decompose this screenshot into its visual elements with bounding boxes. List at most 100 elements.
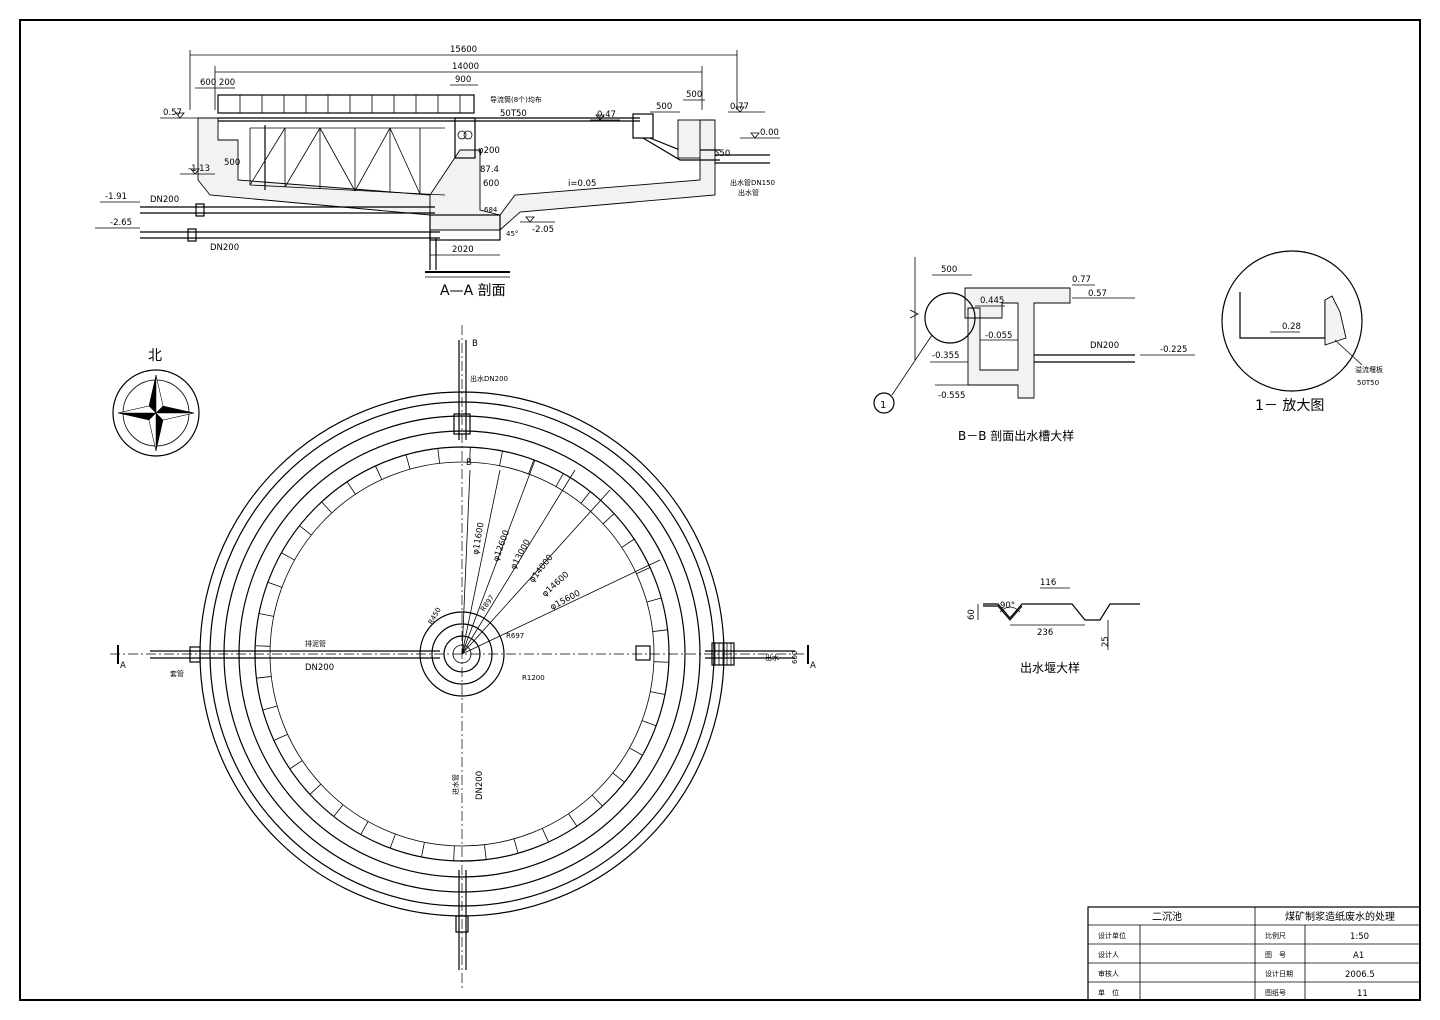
- left-end-label: 套管: [170, 669, 184, 678]
- bottom-pipe-name: 进水管: [451, 774, 460, 795]
- weir-ticks: [255, 447, 669, 861]
- level-077: 0.77: [730, 102, 749, 112]
- level-265: -2.65: [110, 218, 132, 228]
- weir-top: 116: [1040, 578, 1056, 588]
- bb-callout: 1: [880, 400, 886, 411]
- right-dim: 600: [791, 651, 799, 664]
- dim-left-wall: 600 200: [200, 78, 235, 88]
- tb-value2-4: 11: [1357, 989, 1368, 999]
- level-191: -1.91: [105, 192, 127, 202]
- launder-division: [528, 459, 535, 475]
- launder-division: [281, 552, 295, 561]
- dim-45: 45°: [506, 230, 518, 238]
- dim-slope: i=0.05: [568, 179, 596, 189]
- launder-division: [309, 783, 322, 795]
- detail-1-plate: 50T50: [1357, 379, 1379, 387]
- dia-1: φ11600: [471, 522, 487, 556]
- launder-division: [256, 676, 272, 679]
- launder-division: [621, 538, 635, 548]
- tb-label2-2: 图 号: [1265, 951, 1286, 959]
- launder-division: [513, 838, 519, 854]
- section-aa-title: A—A 剖面: [440, 283, 506, 299]
- bottom-pipe-dn: DN200: [475, 771, 485, 800]
- sheet-border: [19, 19, 1421, 1001]
- detail-bb: 500 DN200 1 0.77 0.57 0.445 -0.055 -0.35…: [873, 257, 1195, 443]
- dim-500-wall: 500: [224, 158, 240, 168]
- pipe-dn2: DN200: [210, 243, 239, 253]
- bb-l0355: -0.355: [932, 351, 959, 361]
- bb-l0445: 0.445: [980, 296, 1004, 306]
- bb-l0555: -0.555: [938, 391, 965, 401]
- weir-angle: 90°: [1000, 601, 1015, 611]
- launder-division: [629, 747, 643, 756]
- right-end-label: 出水: [765, 653, 779, 662]
- launder-division: [258, 613, 274, 617]
- launder-division: [580, 491, 591, 504]
- launder-division: [453, 845, 455, 861]
- plan-view: 北 A A B B: [110, 325, 816, 990]
- tb-label2-1: 比例尺: [1265, 931, 1286, 940]
- bb-l0225: -0.225: [1160, 345, 1187, 355]
- launder-division: [437, 448, 440, 464]
- mark-b-top: B: [472, 339, 478, 349]
- launder-division: [602, 513, 615, 525]
- detail-1: 0.28 溢流堰板 50T50 1－ 放大图: [1221, 250, 1383, 414]
- tb-value2-2: A1: [1353, 951, 1364, 961]
- level-057: 0.57: [163, 108, 182, 118]
- launder-division: [591, 794, 603, 807]
- launder-division: [346, 481, 356, 495]
- launder-division: [267, 581, 283, 588]
- radius-1200: R1200: [522, 674, 545, 682]
- weir-h60: 60: [967, 609, 977, 620]
- launder-division: [321, 501, 333, 514]
- launder-division: [499, 450, 503, 466]
- tb-project: 煤矿制浆造纸废水的处理: [1285, 910, 1395, 923]
- mark-b-inner: B: [466, 458, 472, 468]
- launder-division: [469, 447, 471, 463]
- dim-684: 684: [484, 206, 498, 214]
- dia-2: φ12600: [491, 529, 512, 563]
- launder-division: [299, 525, 312, 536]
- detail-1-title: 1－ 放大图: [1255, 398, 1324, 414]
- note-right2: 出水管: [738, 188, 759, 197]
- dim-plate: 50T50: [500, 109, 527, 119]
- launder-division: [375, 465, 383, 480]
- launder-division: [405, 454, 411, 470]
- level-205: -2.05: [532, 225, 554, 235]
- launder-division: [421, 842, 425, 858]
- title-block: 二沉池 煤矿制浆造纸废水的处理 设计单位 比例尺 1:50 设计人 图 号 A1…: [1087, 906, 1421, 1001]
- bb-l057: 0.57: [1088, 289, 1107, 299]
- radius-450: R450: [427, 606, 443, 626]
- detail-1-level: 0.28: [1282, 322, 1301, 332]
- launder-division: [652, 629, 668, 632]
- launder-division: [389, 833, 396, 849]
- tb-label2-3: 设计日期: [1265, 969, 1293, 978]
- top-pipe-label: 出水DN200: [470, 374, 508, 383]
- weir-h25: 25: [1101, 636, 1111, 647]
- launder-division: [273, 733, 288, 741]
- detail-weir: 116 90° 236 60 25 出水堰大样: [967, 578, 1140, 675]
- radius-697: R697: [506, 632, 524, 640]
- tb-label-2: 设计人: [1098, 950, 1119, 959]
- launder-division: [650, 691, 666, 695]
- launder-division: [612, 772, 625, 783]
- dia-4: φ14000: [527, 553, 555, 585]
- launder-division: [636, 567, 651, 575]
- dim-2020: 2020: [452, 245, 474, 255]
- bb-l0055: -0.055: [985, 331, 1012, 341]
- dim-87-4: 87.4: [480, 165, 499, 175]
- tb-label-3: 审核人: [1098, 969, 1119, 978]
- mark-a-left: A: [120, 661, 126, 671]
- tb-drawing-name: 二沉池: [1152, 910, 1182, 923]
- section-aa: 15600 14000 600 200 900: [95, 45, 780, 299]
- launder-division: [289, 760, 303, 770]
- dim-center-box: 900: [455, 75, 471, 85]
- launder-division: [641, 720, 657, 727]
- launder-division: [484, 844, 487, 860]
- dim-inner: 14000: [452, 62, 479, 72]
- dia-3: φ13000: [509, 538, 533, 572]
- detail-weir-title: 出水堰大样: [1020, 660, 1080, 675]
- dim-right-box2: 500: [686, 90, 702, 100]
- launder-division: [360, 821, 369, 835]
